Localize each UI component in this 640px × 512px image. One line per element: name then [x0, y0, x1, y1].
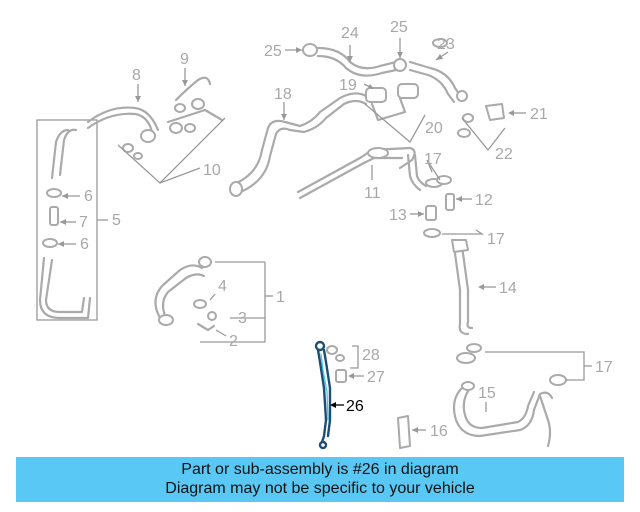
callout-9: 9 — [180, 51, 189, 68]
part-group-11 — [296, 146, 416, 200]
part-group-27-28 — [326, 345, 364, 383]
callout-12: 12 — [475, 192, 493, 209]
callout-13: 13 — [389, 207, 407, 224]
banner-line-1: Part or sub-assembly is #26 in diagram — [181, 461, 459, 478]
callout-8: 8 — [132, 67, 141, 84]
callout-16: 16 — [430, 423, 448, 440]
part-group-14 — [451, 239, 496, 336]
callout-10: 10 — [203, 162, 221, 179]
callout-5: 5 — [112, 212, 121, 229]
callout-4: 4 — [218, 278, 227, 295]
callout-6a: 6 — [84, 188, 93, 205]
callout-6b: 6 — [80, 236, 89, 253]
part-group-19-20 — [363, 83, 426, 144]
callout-20: 20 — [425, 120, 443, 137]
part-group-21-22 — [457, 103, 526, 152]
callout-17c: 17 — [595, 359, 613, 376]
part-group-16 — [397, 415, 426, 449]
callout-23: 23 — [437, 36, 455, 53]
callout-18: 18 — [274, 86, 292, 103]
callout-2: 2 — [229, 333, 238, 350]
part-group-18 — [229, 92, 368, 197]
callout-25b: 25 — [390, 19, 408, 36]
callout-24: 24 — [341, 25, 359, 42]
callout-7: 7 — [79, 214, 88, 231]
callout-17a: 17 — [424, 151, 442, 168]
part-group-1-2-3-4 — [154, 256, 273, 343]
callout-15: 15 — [478, 385, 496, 402]
callout-25a: 25 — [264, 43, 282, 60]
part-group-12-13-17 — [406, 153, 485, 238]
callout-17b: 17 — [487, 231, 505, 248]
callout-19: 19 — [339, 77, 357, 94]
part-group-5 — [36, 119, 108, 321]
banner-line-2: Diagram may not be specific to your vehi… — [165, 480, 475, 497]
callout-21: 21 — [530, 106, 548, 123]
highlighted-part-26 — [314, 340, 344, 450]
callout-14: 14 — [499, 280, 517, 297]
callout-26: 26 — [346, 398, 364, 415]
callout-1: 1 — [276, 289, 285, 306]
callout-22: 22 — [495, 146, 513, 163]
callout-11: 11 — [364, 185, 381, 202]
part-group-23-24-25 — [285, 38, 468, 104]
callout-28: 28 — [362, 347, 380, 364]
part-group-8-9-10 — [86, 68, 226, 184]
info-banner: Part or sub-assembly is #26 in diagram D… — [16, 457, 624, 502]
part-group-15-17 — [452, 343, 592, 448]
callout-27: 27 — [367, 369, 385, 386]
callout-3: 3 — [238, 310, 247, 327]
